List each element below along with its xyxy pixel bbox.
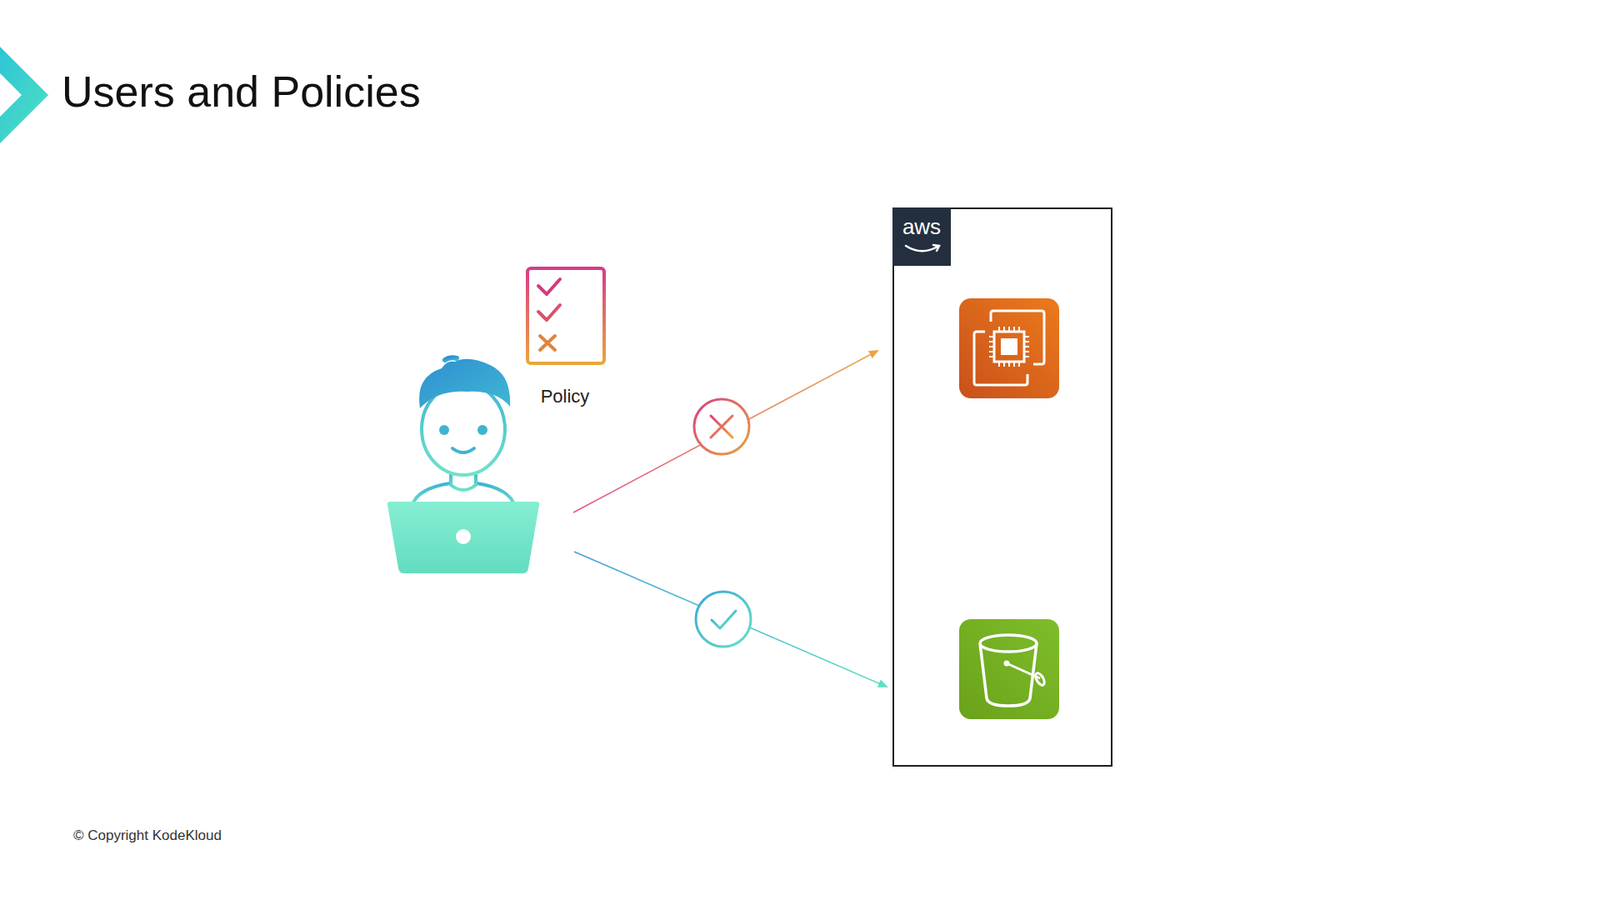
policy-icon bbox=[527, 268, 605, 364]
ec2-icon bbox=[959, 298, 1060, 399]
aws-badge: aws bbox=[892, 207, 951, 266]
aws-logo-text: aws bbox=[892, 214, 951, 240]
title-chevron bbox=[0, 46, 49, 144]
s3-icon bbox=[959, 619, 1060, 720]
slide-title: Users and Policies bbox=[61, 68, 421, 116]
node-label: Policy bbox=[515, 383, 615, 411]
deny-arrow bbox=[573, 350, 878, 513]
aws-smile-stroke bbox=[905, 245, 940, 251]
policy-node: Policy bbox=[515, 383, 615, 411]
aws-smile bbox=[892, 242, 951, 260]
user-figure bbox=[387, 357, 540, 574]
allow-arrow bbox=[574, 551, 887, 687]
copyright-note: © Copyright KodeKloud bbox=[73, 827, 222, 845]
aws-cloud-box: aws bbox=[892, 207, 1113, 767]
